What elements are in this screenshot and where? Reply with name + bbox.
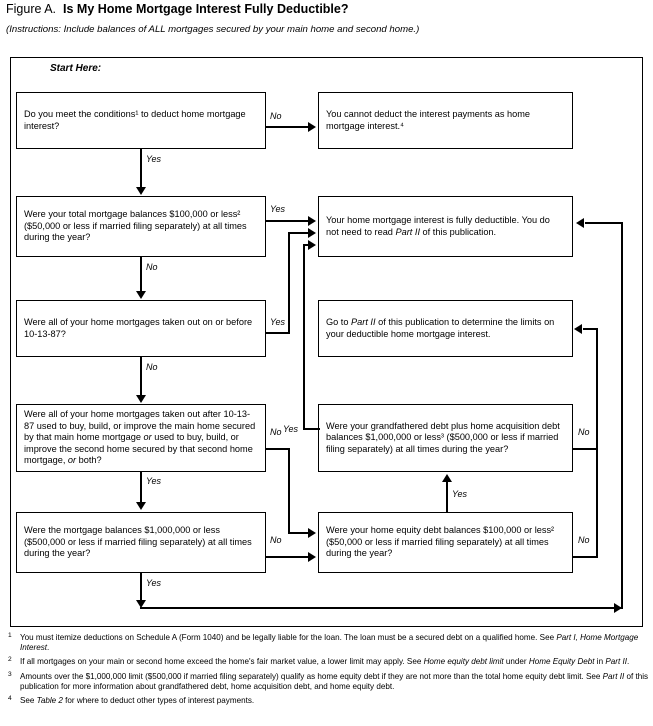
edge-q3-yes-line-out xyxy=(266,332,290,334)
footnote-2-text: If all mortgages on your main or second … xyxy=(20,657,630,667)
edge-bottom-rail xyxy=(140,607,622,609)
box-result-fully-deductible[interactable]: Your home mortgage interest is fully ded… xyxy=(318,196,573,257)
edge-q4-yesside-arrow xyxy=(308,240,316,250)
edge-bottom-rail-arrow xyxy=(614,603,622,613)
edge-q3-no-line xyxy=(140,357,142,397)
edge-q4-yes-arrow xyxy=(136,502,146,510)
edge-q4-no-drop xyxy=(288,448,290,534)
box-q1-text: Do you meet the conditions¹ to deduct ho… xyxy=(24,109,246,131)
label-q5-no: No xyxy=(578,427,590,437)
box-q6-text: Were the mortgage balances $1,000,000 or… xyxy=(24,525,252,559)
edge-q7-yes-arrow xyxy=(442,474,452,482)
figure-label: Figure A. xyxy=(6,2,57,16)
start-here-label: Start Here: xyxy=(50,63,102,74)
edge-q5-no-line-in xyxy=(583,328,598,330)
label-q7-yes: Yes xyxy=(452,489,468,499)
label-q3-no: No xyxy=(146,362,158,372)
instructions-line: (Instructions: Include balances of ALL m… xyxy=(6,24,420,35)
box-q5-grandfathered-debt[interactable]: Were your grandfathered debt plus home a… xyxy=(318,404,573,472)
label-q1-no: No xyxy=(270,111,282,121)
edge-q1-yes-line xyxy=(140,149,142,189)
edge-q3-yes-riser xyxy=(288,232,290,334)
box-q5-text: Were your grandfathered debt plus home a… xyxy=(326,420,560,454)
box-q4-taken-out-after-1987[interactable]: Were all of your home mortgages taken ou… xyxy=(16,404,266,472)
box-q4-text: Were all of your home mortgages taken ou… xyxy=(24,409,256,466)
figure-title-text: Is My Home Mortgage Interest Fully Deduc… xyxy=(63,2,349,16)
edge-q5-no-line-out xyxy=(573,448,598,450)
label-q6-yes: Yes xyxy=(146,578,162,588)
edge-q5-yes-line-out xyxy=(303,428,320,430)
label-q2-no: No xyxy=(146,262,158,272)
label-q4-no: No xyxy=(270,427,282,437)
edge-q7-no-line-out xyxy=(573,556,598,558)
footnote-4-text: See Table 2 for where to deduct other ty… xyxy=(20,696,255,706)
edge-q3-yes-line-in xyxy=(288,232,310,234)
edge-q6-yes-drop xyxy=(140,573,142,604)
box-result-fully-deductible-text: Your home mortgage interest is fully ded… xyxy=(326,215,550,237)
footnote-1: 1 You must itemize deductions on Schedul… xyxy=(6,632,649,653)
label-q2-yes: Yes xyxy=(270,204,286,214)
edge-right-outer-riser xyxy=(621,222,623,609)
edge-q1-no-arrow xyxy=(308,122,316,132)
edge-q3-yes-arrow xyxy=(308,228,316,238)
box-result-cannot-deduct-text: You cannot deduct the interest payments … xyxy=(326,109,530,131)
box-q6-mortgage-balances-1m[interactable]: Were the mortgage balances $1,000,000 or… xyxy=(16,512,266,573)
edge-q4-yes-line xyxy=(140,472,142,504)
footnote-4: 4 See Table 2 for where to deduct other … xyxy=(6,695,649,706)
box-result-cannot-deduct[interactable]: You cannot deduct the interest payments … xyxy=(318,92,573,149)
label-q4-yes: Yes xyxy=(146,476,162,486)
edge-right-outer-line-in xyxy=(585,222,623,224)
box-q3-before-1987[interactable]: Were all of your home mortgages taken ou… xyxy=(16,300,266,357)
box-q7-home-equity-debt[interactable]: Were your home equity debt balances $100… xyxy=(318,512,573,573)
edge-q3-no-arrow xyxy=(136,395,146,403)
box-result-go-to-part-ii[interactable]: Go to Part II of this publication to det… xyxy=(318,300,573,357)
box-q3-text: Were all of your home mortgages taken ou… xyxy=(24,317,253,339)
edge-q4-yesside-line-in xyxy=(303,244,310,246)
flowchart-frame xyxy=(10,57,643,627)
edge-q4-no-line-out xyxy=(266,448,290,450)
edge-q2-yes-arrow xyxy=(308,216,316,226)
edge-q6-yes-arrow-down xyxy=(136,600,146,608)
footnote-3-marker: 3 xyxy=(8,670,12,678)
edge-q2-yes-line xyxy=(266,220,310,222)
box-q2-total-balances[interactable]: Were your total mortgage balances $100,0… xyxy=(16,196,266,257)
footnote-1-text: You must itemize deductions on Schedule … xyxy=(20,633,639,653)
edge-q1-yes-arrow xyxy=(136,187,146,195)
edge-q6-no-line xyxy=(266,556,310,558)
edge-q2-no-arrow xyxy=(136,291,146,299)
edge-q5-no-arrow xyxy=(574,324,582,334)
edge-q1-no-line xyxy=(266,126,310,128)
edge-q7-yes-line xyxy=(446,482,448,512)
box-result-go-to-part-ii-text: Go to Part II of this publication to det… xyxy=(326,317,555,339)
box-q1-conditions[interactable]: Do you meet the conditions¹ to deduct ho… xyxy=(16,92,266,149)
edge-q4-no-line-in xyxy=(288,532,310,534)
label-q6-no: No xyxy=(270,535,282,545)
footnote-1-marker: 1 xyxy=(8,632,12,639)
edge-right-outer-arrow xyxy=(576,218,584,228)
box-q2-text: Were your total mortgage balances $100,0… xyxy=(24,209,247,243)
box-q7-text: Were your home equity debt balances $100… xyxy=(326,525,555,559)
page-title: Figure A. Is My Home Mortgage Interest Fu… xyxy=(6,2,349,16)
edge-q2-no-line xyxy=(140,257,142,293)
edge-q4-yesside-riser xyxy=(303,244,305,430)
footnote-2-marker: 2 xyxy=(8,656,12,664)
footnote-3-text: Amounts over the $1,000,000 limit ($500,… xyxy=(20,671,649,691)
footnote-2: 2 If all mortgages on your main or secon… xyxy=(6,656,649,667)
edge-q4-no-arrow xyxy=(308,528,316,538)
label-q1-yes: Yes xyxy=(146,154,162,164)
footnote-4-marker: 4 xyxy=(8,695,12,703)
edge-q7-no-riser xyxy=(596,448,598,558)
label-q3-yes: Yes xyxy=(270,317,286,327)
edge-q5-no-riser xyxy=(596,328,598,450)
footnotes: 1 You must itemize deductions on Schedul… xyxy=(6,632,649,710)
label-q7-no: No xyxy=(578,535,590,545)
edge-q6-no-arrow xyxy=(308,552,316,562)
label-q5-yes: Yes xyxy=(283,424,299,434)
footnote-3: 3 Amounts over the $1,000,000 limit ($50… xyxy=(6,670,649,692)
